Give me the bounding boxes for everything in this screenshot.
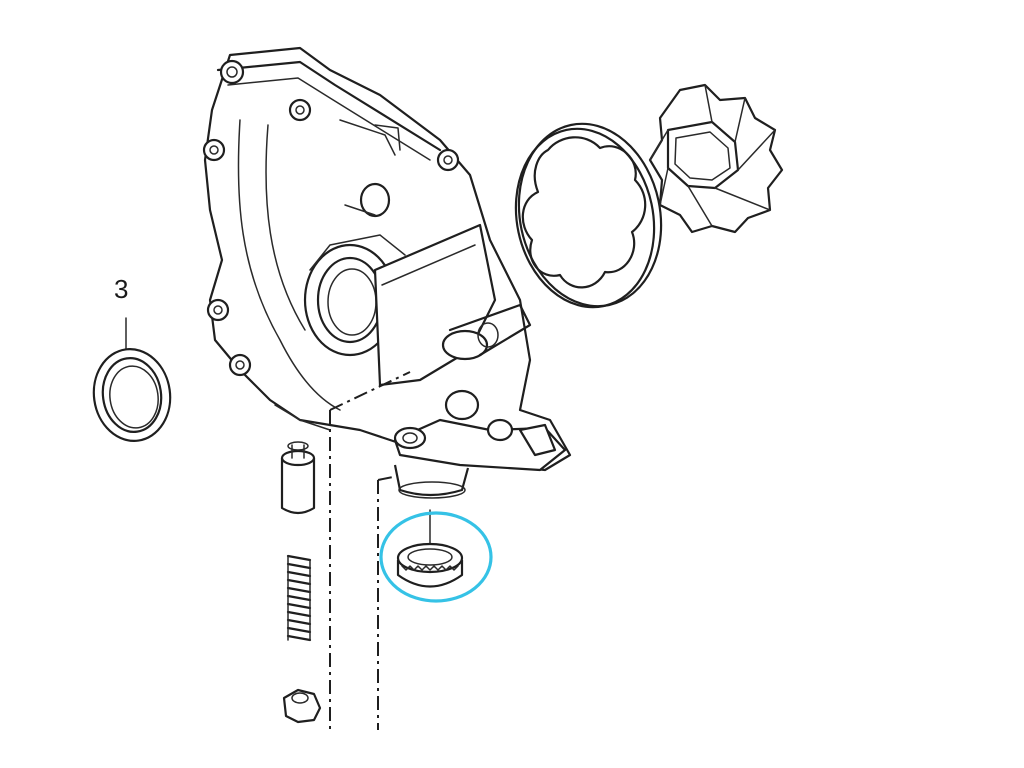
relief-valve-plunger-icon	[280, 441, 316, 515]
pickup-seal-ring-icon	[396, 509, 464, 588]
outer-rotor-icon	[514, 122, 663, 309]
callout-number: 3	[114, 274, 128, 304]
oil-pump-housing-icon	[202, 46, 572, 499]
plug-nut-icon	[282, 688, 322, 724]
assembly-centerlines	[329, 371, 411, 730]
callout-3: 3	[114, 274, 128, 353]
relief-valve-spring-icon	[286, 554, 312, 642]
crankshaft-seal-ring-icon	[92, 348, 172, 442]
inner-rotor-icon	[648, 83, 784, 234]
highlight-circle	[379, 511, 493, 603]
